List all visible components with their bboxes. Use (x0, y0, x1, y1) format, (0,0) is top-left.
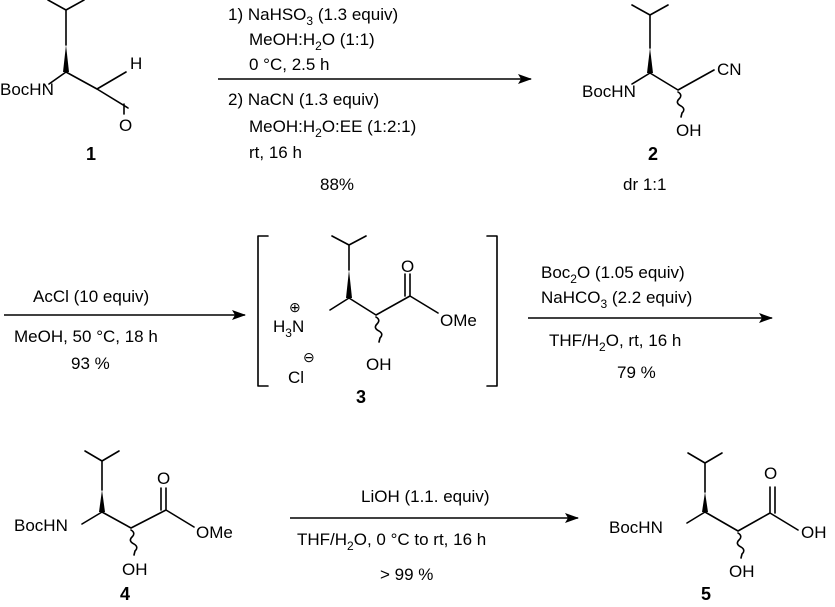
compound-2-structure: BocHN CN OH (582, 4, 742, 140)
atom-oh: OH (676, 121, 702, 140)
step3-reagent-boc2o: Boc2O (1.05 equiv) (541, 263, 685, 286)
compound-number-3: 3 (356, 387, 366, 407)
atom-oh: OH (729, 562, 755, 581)
step2-yield: 93 % (71, 354, 110, 373)
step1-solvent-2: MeOH:H2O:EE (1:2:1) (249, 117, 416, 140)
atom-o: O (157, 469, 170, 488)
compound-number-2: 2 (648, 144, 658, 164)
step4-conditions: THF/H2O, 0 °C to rt, 16 h (297, 530, 486, 553)
atom-h3n: H3N (273, 317, 304, 340)
step1-yield: 88% (320, 175, 354, 194)
diastereomeric-ratio: dr 1:1 (623, 175, 666, 194)
step2-conditions: MeOH, 50 °C, 18 h (14, 327, 158, 346)
atom-cl: Cl (288, 368, 304, 387)
ammonium-charge-plus: ⊕ (289, 299, 301, 315)
compound-1-structure: BocHN H O (0, 0, 142, 135)
atom-o: O (401, 257, 414, 276)
step4-yield: > 99 % (380, 565, 433, 584)
step1-reagent-nahso3: 1) NaHSO3 (1.3 equiv) (228, 5, 398, 28)
atom-cn: CN (717, 60, 742, 79)
atom-bochn: BocHN (582, 82, 636, 101)
compound-number-5: 5 (701, 584, 711, 604)
step1-conditions-2: rt, 16 h (249, 143, 302, 162)
compound-5-structure: BocHN O OH OH (609, 452, 827, 581)
atom-ome: OMe (196, 523, 233, 542)
compound-number-4: 4 (120, 584, 130, 604)
step4-reagent: LiOH (1.1. equiv) (361, 487, 490, 506)
step1-conditions-1: 0 °C, 2.5 h (249, 55, 330, 74)
atom-oh: OH (122, 560, 148, 579)
atom-o: O (764, 464, 777, 483)
atom-bochn: BocHN (609, 518, 663, 537)
compound-3-brackets (257, 235, 498, 387)
atom-oh-acid: OH (801, 523, 827, 542)
atom-bochn: BocHN (14, 516, 68, 535)
atom-ome: OMe (440, 311, 477, 330)
compound-number-1: 1 (86, 144, 96, 164)
atom-o: O (119, 116, 132, 135)
step1-reagent-nacn: 2) NaCN (1.3 equiv) (228, 90, 379, 109)
compound-3-structure: H3N ⊕ O OMe OH Cl ⊖ (273, 235, 477, 387)
chloride-charge-minus: ⊖ (303, 349, 315, 365)
step3-conditions: THF/H2O, rt, 16 h (549, 331, 681, 354)
step2-reagent: AcCl (10 equiv) (33, 287, 149, 306)
step1-solvent-1: MeOH:H2O (1:1) (249, 30, 375, 53)
compound-4-structure: BocHN O OMe OH (14, 450, 233, 579)
atom-h: H (130, 54, 142, 73)
step3-yield: 79 % (617, 363, 656, 382)
atom-bochn: BocHN (0, 80, 54, 99)
atom-oh: OH (366, 355, 392, 374)
step3-reagent-nahco3: NaHCO3 (2.2 equiv) (541, 288, 692, 311)
